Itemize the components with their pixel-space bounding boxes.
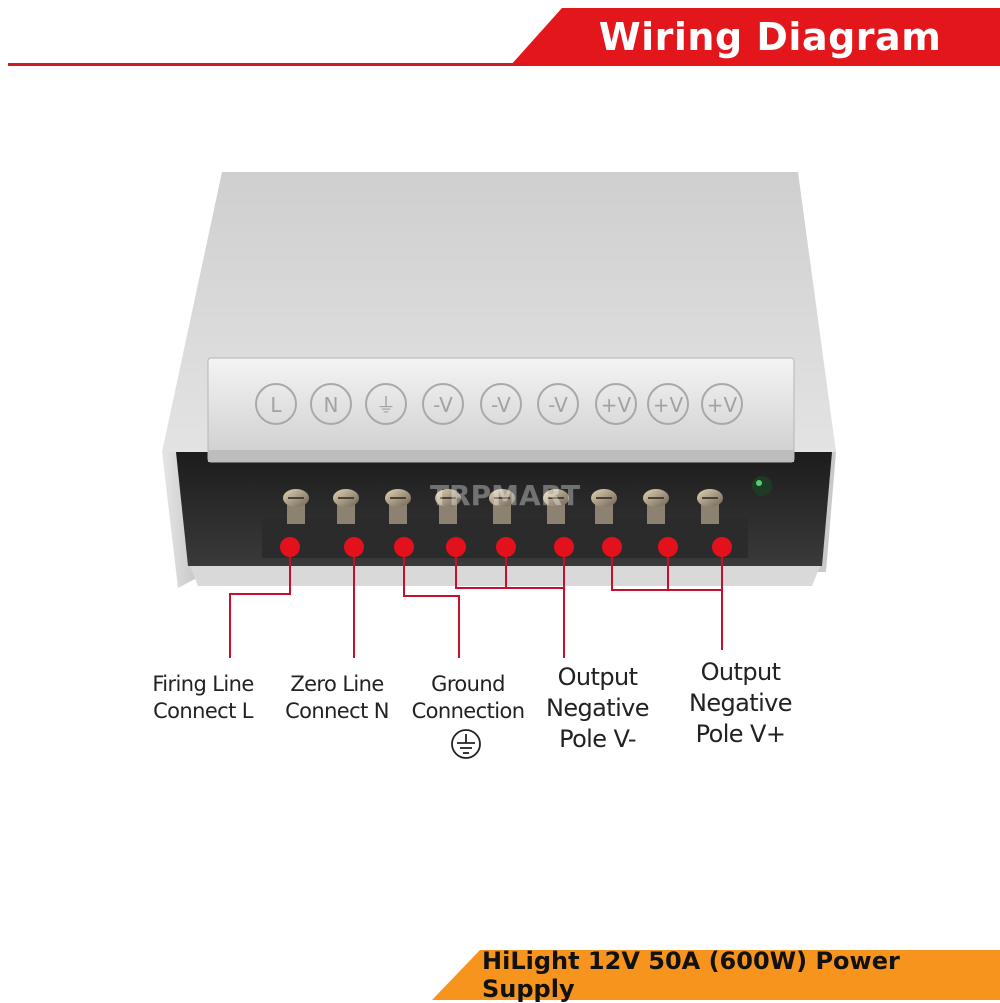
cover-symbol-ring — [537, 383, 579, 425]
cover-symbol-2: N — [324, 393, 339, 417]
callout-firing-line: Firing Line Connect L — [138, 671, 268, 725]
cover-symbol-ring — [255, 383, 297, 425]
callout-zero-line-2: Connect N — [285, 699, 389, 723]
callout-ground-2: Connection — [411, 699, 525, 723]
terminal-marker-8 — [658, 537, 678, 557]
cover-symbol-8: +V — [653, 393, 684, 417]
cover-symbol-ring — [422, 383, 464, 425]
terminal-marker-1 — [280, 537, 300, 557]
terminal-screws — [283, 489, 723, 524]
product-title: HiLight 12V 50A (600W) Power Supply — [482, 947, 900, 1003]
terminal-markers — [280, 537, 732, 557]
terminal-screw-9 — [697, 489, 723, 524]
footer-banner — [432, 950, 1000, 1000]
terminal-marker-7 — [602, 537, 622, 557]
cover-symbol-ring — [480, 383, 522, 425]
terminal-marker-6 — [554, 537, 574, 557]
terminal-screw-3 — [385, 489, 411, 524]
terminal-screw-4 — [435, 489, 461, 524]
status-led-icon — [752, 476, 772, 496]
cover-symbol-ring — [310, 383, 352, 425]
cover-symbol-9: +V — [707, 393, 738, 417]
terminal-screw-8 — [643, 489, 669, 524]
callout-output-neg-plus-3: Pole V+ — [695, 720, 786, 748]
callout-zero-line: Zero Line Connect N — [272, 671, 402, 725]
callout-output-neg-minus-1: Output — [557, 663, 638, 691]
terminal-marker-9 — [712, 537, 732, 557]
watermark: TRPMART — [430, 479, 580, 512]
leader-firing-line — [229, 547, 291, 658]
terminal-marker-4 — [446, 537, 466, 557]
callout-firing-line-2: Connect L — [153, 699, 253, 723]
terminal-screw-2 — [333, 489, 359, 524]
terminal-marker-5 — [496, 537, 516, 557]
cover-symbol-ring — [365, 383, 407, 425]
header-banner — [510, 8, 1000, 66]
cover-symbol-4: -V — [433, 393, 453, 417]
callout-ground-1: Ground — [431, 672, 505, 696]
cover-symbol-3: ⏚ — [376, 393, 396, 417]
callout-zero-line-1: Zero Line — [290, 672, 384, 696]
callout-output-neg-minus-3: Pole V- — [559, 725, 636, 753]
terminal-screw-6 — [543, 489, 569, 524]
cover-symbol-1: L — [270, 393, 282, 417]
cover-symbol-ring — [701, 383, 743, 425]
cover-symbols: L N ⏚ -V -V -V +V +V +V — [255, 383, 743, 425]
terminal-marker-2 — [344, 537, 364, 557]
callout-firing-line-1: Firing Line — [152, 672, 254, 696]
cover-symbol-ring — [595, 383, 637, 425]
terminal-marker-3 — [394, 537, 414, 557]
callout-output-neg-minus-2: Negative — [546, 694, 650, 722]
cover-symbol-ring — [647, 383, 689, 425]
callout-output-neg-plus: Output Negative Pole V+ — [673, 657, 808, 750]
callout-output-neg-plus-1: Output — [700, 658, 781, 686]
cover-symbol-5: -V — [491, 393, 511, 417]
cover-symbol-7: +V — [601, 393, 632, 417]
terminal-screw-7 — [591, 489, 617, 524]
ground-symbol-icon — [451, 729, 481, 759]
page-title: Wiring Diagram — [598, 15, 942, 59]
callout-output-neg-plus-2: Negative — [689, 689, 793, 717]
callout-ground: Ground Connection — [398, 671, 538, 725]
callout-output-neg-minus: Output Negative Pole V- — [530, 662, 665, 755]
cover-symbol-6: -V — [548, 393, 568, 417]
header-underline — [8, 63, 528, 66]
leader-ground — [403, 547, 460, 658]
terminal-screw-5 — [489, 489, 515, 524]
terminal-screw-1 — [283, 489, 309, 524]
